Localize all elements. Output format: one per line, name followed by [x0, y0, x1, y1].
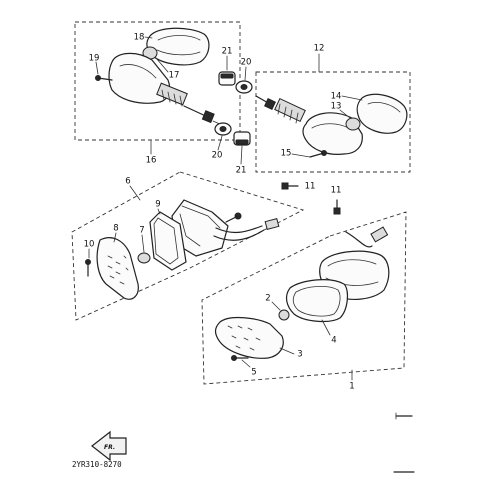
callout-16: 16 — [146, 156, 157, 166]
flasher-stalk-12 — [274, 97, 306, 123]
lens-3 — [214, 316, 284, 359]
bulb-2 — [278, 309, 290, 321]
callout-5: 5 — [251, 368, 256, 378]
flasher-assembly-16 — [95, 27, 223, 126]
front-marker-text: FR. — [104, 444, 115, 451]
callout-11-right: 11 — [331, 186, 342, 196]
screw-15 — [309, 150, 327, 158]
callout-13: 13 — [331, 102, 342, 112]
screw-11-left — [281, 182, 299, 190]
flasher-lens-18 — [146, 27, 210, 66]
bulb-13 — [345, 117, 361, 131]
callout-7: 7 — [139, 226, 144, 236]
connector — [264, 217, 280, 231]
callout-14: 14 — [331, 92, 342, 102]
front-arrow-icon: FR. — [91, 430, 127, 462]
assembly-1-boundary — [201, 211, 407, 385]
flasher-lens-14 — [356, 93, 408, 134]
screw-11-right — [333, 199, 341, 215]
lamp-assembly-1 — [214, 199, 390, 361]
screw-5 — [231, 355, 249, 361]
callout-1: 1 — [349, 382, 354, 392]
callout-21-lower: 21 — [236, 166, 247, 176]
lamp-assembly-6 — [85, 182, 299, 300]
callout-19: 19 — [89, 54, 100, 64]
bulb-7 — [137, 252, 151, 264]
grommet-20-lower — [214, 122, 232, 136]
assembly-12-boundary — [255, 71, 411, 173]
stalk-nut-12 — [264, 98, 276, 110]
callout-10: 10 — [84, 240, 95, 250]
lens-8 — [96, 237, 139, 300]
callout-4: 4 — [331, 336, 336, 346]
callout-17: 17 — [169, 71, 180, 81]
callout-12: 12 — [314, 44, 325, 54]
grommet-20-upper — [235, 80, 253, 94]
stalk-nut — [201, 110, 215, 124]
flasher-housing-16 — [108, 52, 171, 104]
callout-11-left: 11 — [305, 182, 316, 192]
callout-8: 8 — [113, 224, 118, 234]
callout-3: 3 — [297, 350, 302, 360]
callout-21-upper: 21 — [222, 47, 233, 57]
screw-19 — [95, 75, 113, 81]
callout-18: 18 — [134, 33, 145, 43]
callout-6: 6 — [125, 177, 130, 187]
callout-20-lower: 20 — [212, 151, 223, 161]
callout-2: 2 — [265, 294, 270, 304]
screw-10 — [85, 259, 91, 277]
gasket-4 — [285, 279, 349, 323]
grommet-21-upper — [218, 71, 236, 86]
gasket-9 — [149, 211, 187, 271]
grommet-21-lower — [233, 131, 251, 146]
connector-1 — [370, 226, 389, 243]
drawing-code: 2YR310-8270 — [72, 460, 122, 469]
callout-9: 9 — [155, 200, 160, 210]
callout-20-upper: 20 — [241, 58, 252, 68]
scale-bar — [395, 412, 413, 420]
callout-15: 15 — [281, 149, 292, 159]
flasher-assembly-12 — [255, 93, 408, 158]
